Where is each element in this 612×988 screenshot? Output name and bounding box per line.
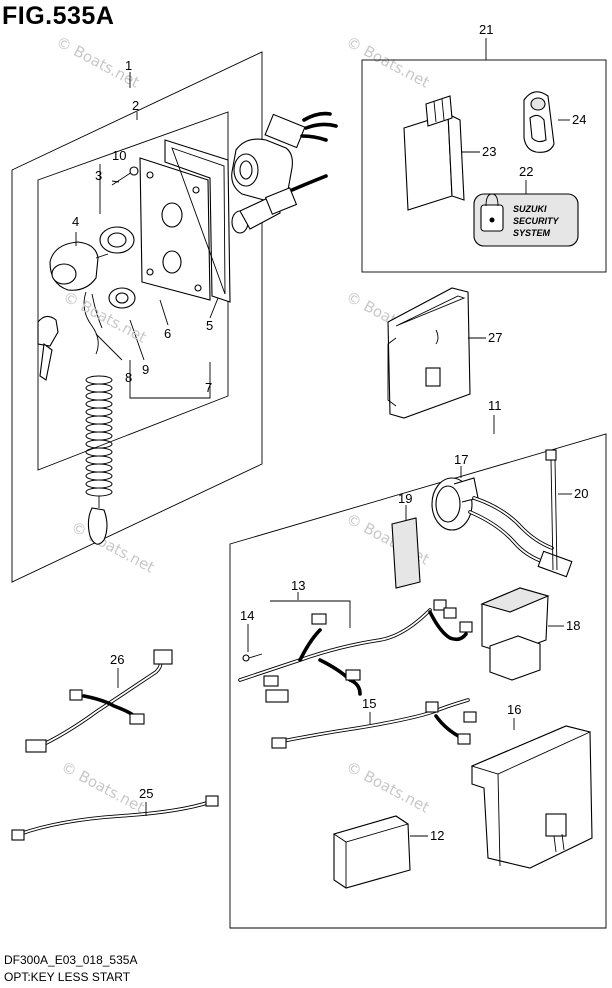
kit-1-frame [11, 51, 263, 583]
callout-14: 14 [240, 608, 254, 623]
callout-20: 20 [574, 486, 588, 501]
callout-27: 27 [488, 330, 502, 345]
callout-labels: 1 2 3 4 5 6 7 8 9 10 11 12 13 14 15 16 1… [72, 22, 588, 843]
screw-14 [242, 624, 263, 662]
box-12 [332, 815, 411, 889]
controller-27 [387, 287, 486, 419]
callout-25: 25 [139, 786, 153, 801]
callout-12: 12 [430, 828, 444, 843]
nut [99, 226, 135, 254]
harness-13 [238, 599, 473, 703]
badge-line-1: SUZUKI [513, 204, 547, 214]
watermark: © Boats.net [68, 518, 157, 577]
callout-15: 15 [362, 696, 376, 711]
watermark: © Boats.net [58, 758, 147, 817]
security-module [403, 95, 465, 211]
key [37, 315, 59, 381]
callout-26: 26 [110, 652, 124, 667]
badge-line-3: SYSTEM [513, 228, 551, 238]
relay-18 [480, 587, 550, 681]
callout-10: 10 [112, 148, 126, 163]
callout-6: 6 [164, 326, 171, 341]
callout-23: 23 [482, 144, 496, 159]
lanyard-coil [83, 291, 113, 545]
sensor-17 [431, 477, 573, 578]
harness-25 [11, 795, 219, 841]
plate-hole [161, 202, 183, 228]
switch-body [231, 111, 338, 201]
callout-19: 19 [398, 491, 412, 506]
cable-tie [545, 449, 558, 571]
figure-title: FIG.535A [2, 2, 115, 30]
callout-24: 24 [572, 112, 586, 127]
badge-line-2: SECURITY [513, 216, 560, 226]
watermark: © Boats.net [343, 758, 432, 817]
callout-4: 4 [72, 214, 79, 229]
watermark: © Boats.net [343, 33, 432, 92]
callout-22: 22 [519, 164, 533, 179]
figure-code: DF300A_E03_018_535A [4, 953, 138, 967]
kit-1-assembly [11, 51, 338, 583]
callout-13: 13 [291, 578, 305, 593]
plug-connector [231, 174, 328, 234]
callout-3: 3 [95, 168, 102, 183]
callout-2: 2 [132, 98, 139, 113]
gasket [164, 139, 231, 303]
key-fob [523, 91, 555, 153]
screw [111, 166, 139, 186]
callout-7: 7 [205, 380, 212, 395]
kit-11-frame [229, 433, 607, 929]
watermark-inline: © Boats.net [60, 288, 149, 347]
callout-17: 17 [454, 452, 468, 467]
pad-19 [391, 517, 421, 589]
key-knob [49, 241, 109, 291]
callout-16: 16 [507, 702, 521, 717]
harness-15 [271, 698, 477, 749]
callout-11: 11 [488, 398, 502, 413]
kit-21-assembly: SUZUKI SECURITY SYSTEM [361, 38, 607, 273]
kit-2-frame [37, 111, 229, 471]
kit-11-assembly [229, 415, 607, 929]
callout-18: 18 [566, 618, 580, 633]
callout-21: 21 [479, 22, 493, 37]
harness-26 [25, 649, 173, 753]
mounting-plate [139, 157, 211, 301]
kit-21-frame [361, 59, 607, 273]
washer [108, 287, 136, 309]
callout-1: 1 [125, 58, 132, 73]
plate-hole [162, 250, 182, 274]
security-badge: SUZUKI SECURITY SYSTEM [473, 193, 579, 247]
callout-5: 5 [206, 318, 213, 333]
callout-8: 8 [125, 370, 132, 385]
housing-16 [470, 725, 593, 869]
figure-subtitle: OPT:KEY LESS START [4, 970, 131, 984]
callout-9: 9 [142, 362, 149, 377]
